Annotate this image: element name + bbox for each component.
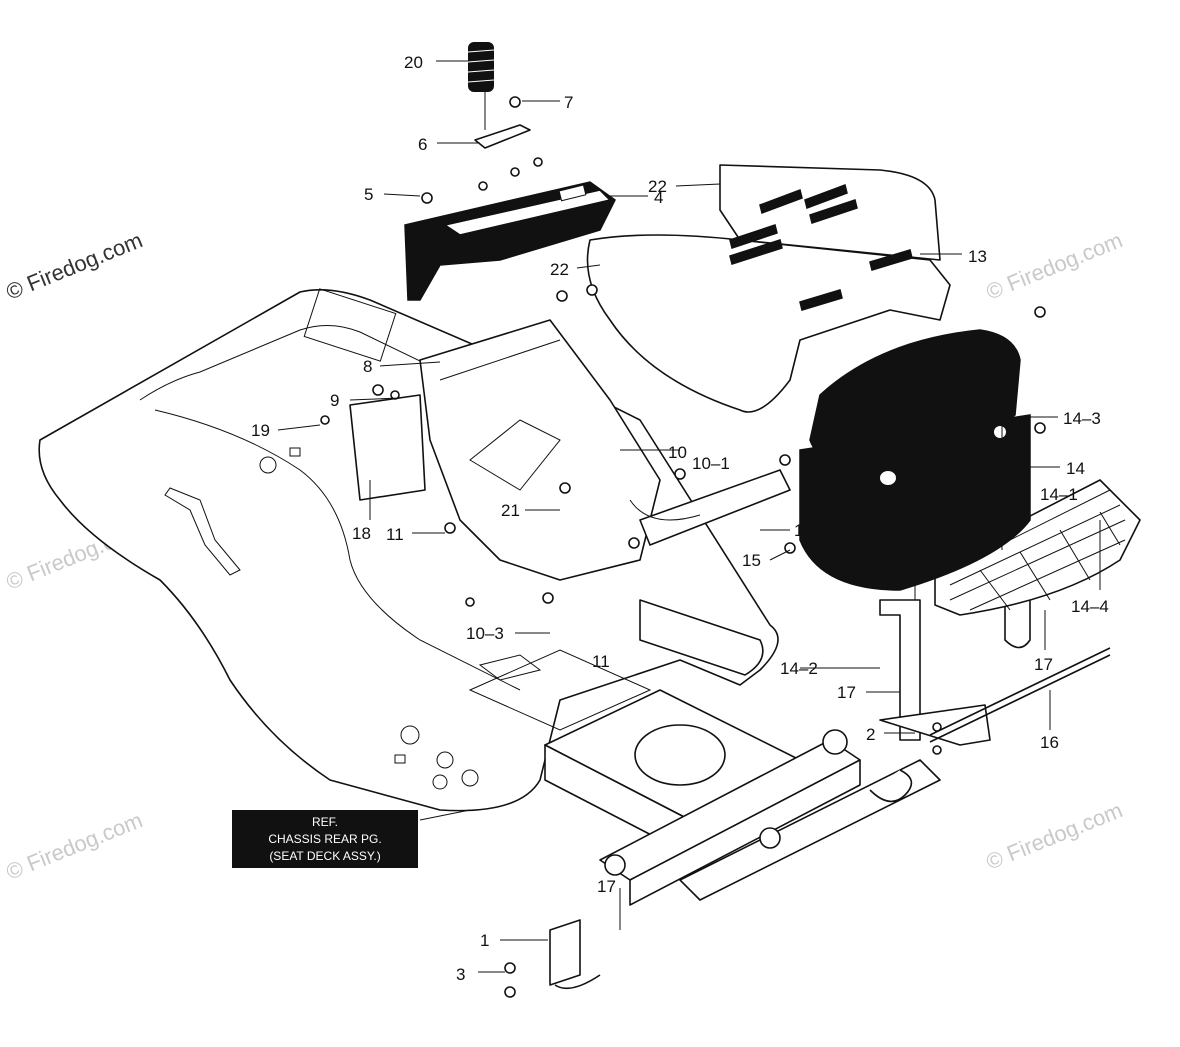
callout-16: 16 — [1040, 733, 1059, 752]
watermark-repeat: © Firedog.com — [983, 797, 1126, 874]
dash-panel — [349, 319, 791, 581]
callout-14: 14 — [1066, 459, 1085, 478]
callout-10-2: 10–2 — [794, 521, 832, 540]
reference-box: REF. CHASSIS REAR PG. (SEAT DECK ASSY.) — [232, 810, 418, 868]
callout-11a: 11 — [386, 525, 404, 544]
callout-22b: 22 — [550, 260, 569, 279]
watermark-repeat: © Firedog.com — [3, 807, 146, 884]
callout-1: 1 — [480, 931, 489, 950]
callout-11b: 11 — [592, 652, 610, 671]
watermark-main: © Firedog.com — [3, 227, 146, 304]
callout-10-3: 10–3 — [466, 624, 504, 643]
callout-14-2: 14–2 — [780, 659, 818, 678]
callout-14-1: 14–1 — [1040, 485, 1078, 504]
callout-18: 18 — [352, 524, 371, 543]
callouts: 20 7 6 5 4 22 22 13 8 9 19 10 10–1 14–3 … — [251, 53, 1109, 984]
callout-10: 10 — [668, 443, 687, 462]
callout-6: 6 — [418, 135, 427, 154]
callout-4: 4 — [654, 188, 663, 207]
callout-21: 21 — [501, 501, 520, 520]
callout-8: 8 — [363, 357, 372, 376]
bracket-assembly — [879, 479, 1141, 741]
reference-line-2: CHASSIS REAR PG. — [268, 832, 381, 846]
reference-line-1: REF. — [312, 815, 338, 829]
callout-14-4: 14–4 — [1071, 597, 1109, 616]
callout-22a: 22 — [648, 177, 667, 196]
callout-15: 15 — [742, 551, 761, 570]
watermark-repeat: © Firedog.com — [983, 227, 1126, 304]
spring — [467, 42, 495, 130]
callout-17c: 17 — [597, 877, 616, 896]
hood-cover — [586, 164, 951, 413]
callout-9: 9 — [330, 391, 339, 410]
callout-20: 20 — [404, 53, 423, 72]
vent-slots — [729, 184, 913, 311]
fasteners — [320, 96, 1046, 998]
callout-5: 5 — [364, 185, 373, 204]
callout-2: 2 — [866, 725, 875, 744]
callout-7: 7 — [564, 93, 573, 112]
leader-lines — [277, 60, 1101, 973]
callout-14-3: 14–3 — [1063, 409, 1101, 428]
callout-3: 3 — [456, 965, 465, 984]
chassis-frame — [544, 647, 1111, 990]
callout-19: 19 — [251, 421, 270, 440]
callout-13: 13 — [968, 247, 987, 266]
top-cover — [404, 124, 616, 301]
callout-10-1: 10–1 — [692, 454, 730, 473]
callout-17b: 17 — [837, 683, 856, 702]
callout-17a: 17 — [1034, 655, 1053, 674]
front-cover — [799, 329, 1031, 600]
reference-line-3: (SEAT DECK ASSY.) — [269, 849, 380, 863]
